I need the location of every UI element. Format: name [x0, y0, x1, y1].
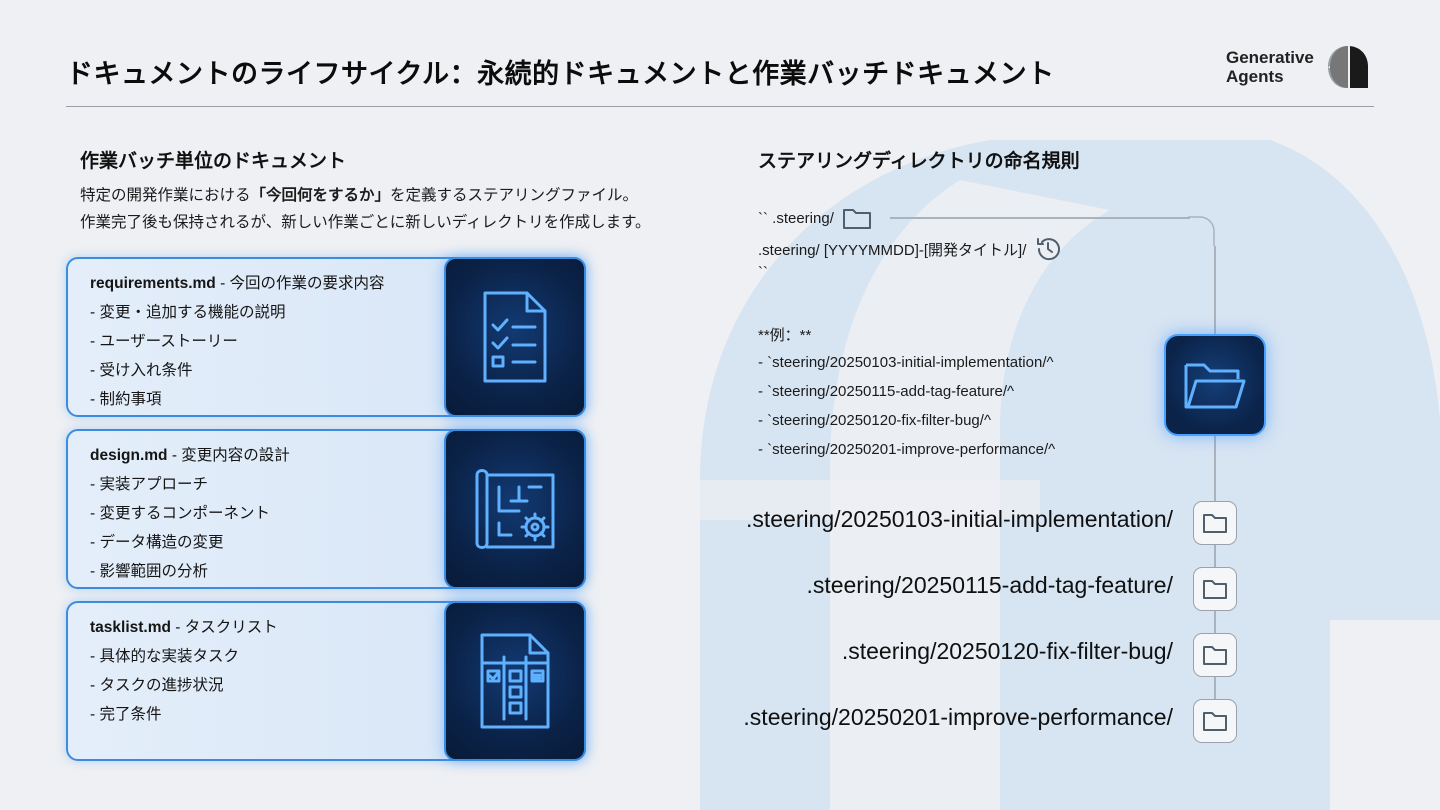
card-file-name: requirements.md — [90, 275, 216, 292]
card-subtitle: - タスクリスト — [170, 619, 278, 636]
blueprint-gear-icon — [444, 429, 586, 589]
open-folder-icon — [1164, 334, 1266, 436]
page-title: ドキュメントのライフサイクル：永続的ドキュメントと作業バッチドキュメント — [66, 59, 1055, 90]
card-item: - 変更するコンポーネント — [90, 505, 270, 522]
directory-name: .steering/20250103-initial-implementatio… — [745, 506, 1173, 532]
directory-name: .steering/20250120-fix-filter-bug/ — [841, 638, 1173, 664]
card-item: - 具体的な実装タスク — [90, 648, 239, 665]
right-section-heading: ステアリングディレクトリの命名規則 — [758, 150, 1080, 172]
directory-row: .steering/20250115-add-tag-feature/ — [806, 572, 1173, 599]
naming-code-line-1: `` .steering/ — [758, 206, 872, 230]
directory-row: .steering/20250201-improve-performance/ — [743, 704, 1173, 731]
folder-icon — [1193, 633, 1237, 677]
left-section-heading: 作業バッチ単位のドキュメント — [80, 150, 347, 172]
history-icon — [1037, 238, 1061, 261]
tasklist-card: tasklist.md - タスクリスト - 具体的な実装タスク - タスクの進… — [66, 601, 586, 761]
desc-bold: 「今回何をするか」 — [250, 186, 391, 204]
card-item: - 影響範囲の分析 — [90, 563, 208, 580]
example-item: - `steering/20250103-initial-implementat… — [758, 354, 1054, 371]
folder-icon — [1193, 501, 1237, 545]
brand-line-1: Generative — [1226, 48, 1314, 67]
kanban-document-icon — [444, 601, 586, 761]
checklist-document-icon — [444, 257, 586, 417]
card-item: - データ構造の変更 — [90, 534, 224, 551]
example-label: **例：** — [758, 327, 812, 344]
card-subtitle: - 今回の作業の要求内容 — [215, 275, 385, 292]
connector-line — [1214, 246, 1216, 334]
card-item: - ユーザーストーリー — [90, 333, 238, 350]
desc-post: を定義するステアリングファイル。 — [390, 186, 639, 204]
card-subtitle: - 変更内容の設計 — [167, 447, 290, 464]
example-item: - `steering/20250120-fix-filter-bug/^ — [758, 412, 991, 429]
card-item: - 受け入れ条件 — [90, 362, 193, 379]
requirements-card: requirements.md - 今回の作業の要求内容 - 変更・追加する機能… — [66, 257, 586, 417]
naming-code-line-3: `` — [758, 264, 768, 281]
code-text: `` .steering/ — [758, 209, 834, 227]
brand-logo: Generative Agents — [1226, 44, 1372, 90]
brand-line-2: Agents — [1226, 67, 1284, 86]
connector-corner — [1188, 216, 1215, 246]
code-text: .steering/ [YYYYMMDD]-[開発タイトル]/ — [758, 241, 1027, 259]
example-item: - `steering/20250201-improve-performance… — [758, 441, 1056, 458]
connector-line — [890, 217, 1190, 219]
naming-code-line-2: .steering/ [YYYYMMDD]-[開発タイトル]/ — [758, 235, 1062, 263]
directory-name: .steering/20250115-add-tag-feature/ — [806, 572, 1173, 598]
card-item: - 完了条件 — [90, 706, 162, 723]
example-item: - `steering/20250115-add-tag-feature/^ — [758, 383, 1015, 400]
desc-pre: 特定の開発作業における — [80, 186, 251, 204]
left-section-description: 特定の開発作業における「今回何をするか」を定義するステアリングファイル。 作業完… — [80, 182, 651, 236]
card-item: - 制約事項 — [90, 391, 162, 408]
folder-icon — [1193, 699, 1237, 743]
folder-icon — [842, 209, 871, 229]
desc-line-2: 作業完了後も保持されるが、新しい作業ごとに新しいディレクトリを作成します。 — [80, 213, 651, 231]
card-item: - タスクの進捗状況 — [90, 677, 224, 694]
brand-head-icon — [1327, 46, 1368, 88]
directory-name: .steering/20250201-improve-performance/ — [743, 704, 1173, 730]
directory-row: .steering/20250103-initial-implementatio… — [746, 506, 1173, 533]
card-file-name: tasklist.md — [90, 619, 171, 636]
folder-icon — [1193, 567, 1237, 611]
card-file-name: design.md — [90, 447, 168, 464]
design-card: design.md - 変更内容の設計 - 実装アプローチ - 変更するコンポー… — [66, 429, 586, 589]
card-item: - 実装アプローチ — [90, 476, 208, 493]
card-item: - 変更・追加する機能の説明 — [90, 304, 286, 321]
directory-row: .steering/20250120-fix-filter-bug/ — [842, 638, 1173, 665]
title-divider — [66, 106, 1374, 107]
